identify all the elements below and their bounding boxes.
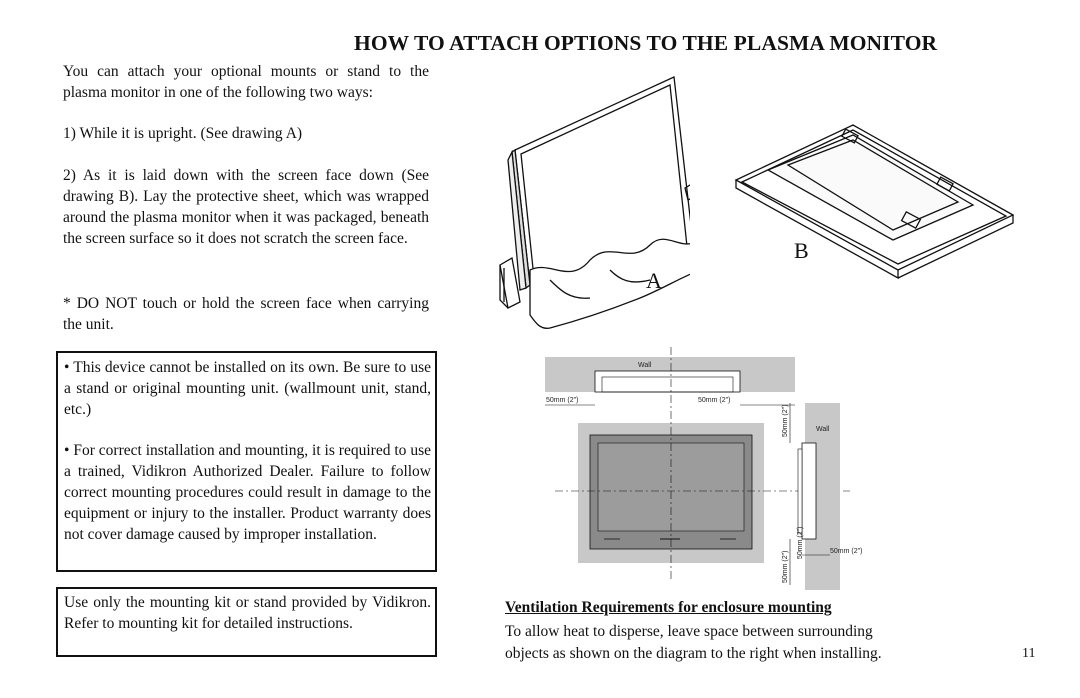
drawing-b-facedown-monitor: B [734, 124, 1015, 280]
intro-paragraph: You can attach your optional mounts or s… [63, 61, 429, 103]
notice-stand-required: • This device cannot be installed on its… [64, 359, 431, 418]
handling-warning: * DO NOT touch or hold the screen face w… [63, 293, 429, 335]
clearance-bottom: 50mm (2") [797, 527, 804, 559]
drawing-b-label: B [794, 238, 809, 263]
drawing-a-upright-monitor: A [499, 76, 690, 329]
mounting-kit-text: Use only the mounting kit or stand provi… [64, 594, 431, 632]
page-title: HOW TO ATTACH OPTIONS TO THE PLASMA MONI… [354, 31, 938, 55]
clearance-top-right: 50mm (2") [698, 397, 730, 404]
clearance-top-left: 50mm (2") [546, 397, 578, 404]
ventilation-line-1: To allow heat to disperse, leave space b… [505, 623, 873, 640]
intro-text: You can attach your optional mounts or s… [63, 63, 429, 101]
handling-warning-text: * DO NOT touch or hold the screen face w… [63, 295, 429, 333]
page-number: 11 [1022, 646, 1036, 661]
wall-label-side: Wall [816, 426, 830, 433]
clearance-side-top: 50mm (2") [782, 405, 789, 437]
method-two-text: 2) As it is laid down with the screen fa… [63, 167, 429, 247]
clearance-bottom-vertical: 50mm (2") [782, 551, 789, 583]
clearance-side-bottom: 50mm (2") [830, 548, 862, 555]
method-one: 1) While it is upright. (See drawing A) [63, 123, 429, 144]
method-one-text: 1) While it is upright. (See drawing A) [63, 125, 303, 142]
mounting-kit-box: Use only the mounting kit or stand provi… [56, 587, 437, 657]
side-view-monitor [801, 442, 817, 540]
ventilation-line-2: objects as shown on the diagram to the r… [505, 645, 882, 662]
drawing-a-label: A [646, 268, 662, 293]
wall-mount-bracket [594, 370, 741, 393]
wall-label-top: Wall [638, 362, 652, 369]
method-two: 2) As it is laid down with the screen fa… [63, 165, 429, 249]
installation-notice-box: • This device cannot be installed on its… [56, 351, 437, 572]
ventilation-heading: Ventilation Requirements for enclosure m… [505, 599, 832, 616]
ventilation-text: To allow heat to disperse, leave space b… [505, 621, 945, 665]
ventilation-diagram: Wall 50mm (2") 50mm (2") Wall 50mm (2") … [545, 347, 862, 590]
notice-authorized-dealer: • For correct installation and mounting,… [64, 442, 431, 543]
